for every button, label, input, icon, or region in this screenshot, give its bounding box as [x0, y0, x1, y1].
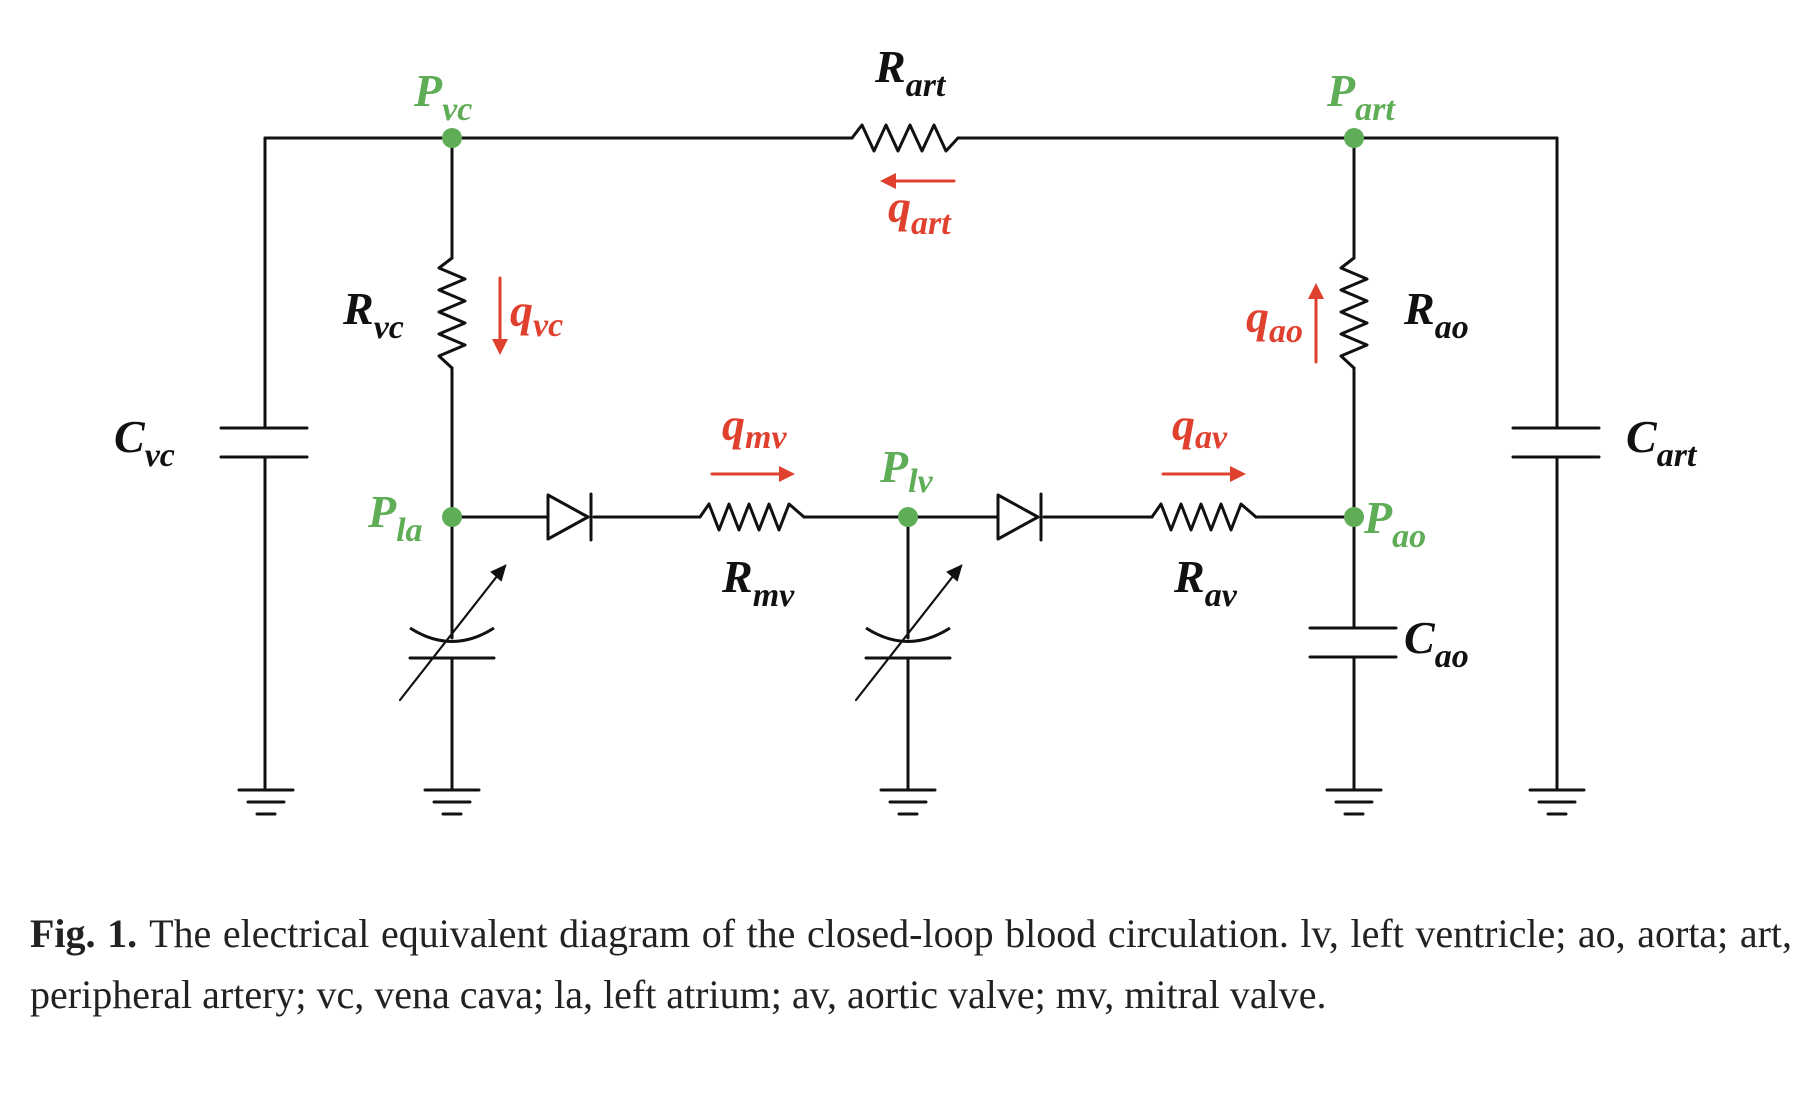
- label-p-ao: Pao: [1363, 492, 1426, 555]
- label-q-av: qav: [1172, 399, 1228, 456]
- label-q-ao: qao: [1246, 291, 1303, 350]
- figure-label: Fig. 1.: [30, 911, 138, 956]
- circuit-diagram: Rart qart Pvc Part Rvc qvc qao Rao Cvc C…: [114, 41, 1698, 816]
- caption-text: The electrical equivalent diagram of the…: [30, 911, 1793, 1017]
- capacitor-c-art: [1511, 426, 1601, 459]
- label-c-art: Cart: [1626, 411, 1698, 474]
- label-c-ao: Cao: [1404, 612, 1469, 675]
- arrow-q-vc-icon: [492, 276, 508, 355]
- label-r-art: Rart: [874, 41, 947, 104]
- capacitor-c-ao: [1308, 515, 1398, 792]
- node-p-lv: [898, 507, 918, 527]
- resistor-r-av: [1150, 502, 1258, 532]
- arrow-q-av-icon: [1161, 466, 1246, 482]
- ground-5-icon: [1325, 788, 1383, 816]
- label-q-art: qart: [888, 181, 952, 242]
- label-r-av: Rav: [1173, 551, 1238, 614]
- node-p-art: [1344, 128, 1364, 148]
- label-p-lv: Plv: [879, 441, 934, 500]
- diode-aortic-valve-icon: [996, 492, 1043, 542]
- label-r-ao: Rao: [1403, 283, 1469, 346]
- label-p-vc: Pvc: [413, 65, 472, 128]
- label-p-art: Part: [1326, 65, 1396, 128]
- resistor-r-ao: [1339, 256, 1369, 370]
- node-p-vc: [442, 128, 462, 148]
- label-r-vc: Rvc: [342, 283, 404, 346]
- diode-mitral-valve-icon: [546, 492, 593, 542]
- label-q-mv: qmv: [722, 399, 787, 456]
- label-c-vc: Cvc: [114, 411, 175, 474]
- resistor-r-vc: [437, 256, 467, 370]
- ground-2-icon: [423, 788, 481, 816]
- ground-3-icon: [879, 788, 937, 816]
- arrow-q-ao-icon: [1308, 283, 1324, 364]
- ground-1-icon: [237, 788, 295, 816]
- figure-caption: Fig. 1.The electrical equivalent diagram…: [30, 903, 1792, 1025]
- arrow-q-mv-icon: [710, 466, 795, 482]
- node-p-la: [442, 507, 462, 527]
- variable-capacitor-lv: [854, 515, 963, 792]
- label-r-mv: Rmv: [721, 551, 795, 614]
- label-q-vc: qvc: [510, 285, 563, 344]
- resistor-r-mv: [698, 502, 806, 532]
- capacitor-c-vc: [219, 426, 309, 459]
- arrow-q-art-icon: [880, 173, 956, 189]
- resistor-r-art: [850, 123, 960, 153]
- ground-6-icon: [1528, 788, 1586, 816]
- node-p-ao: [1344, 507, 1364, 527]
- variable-capacitor-la: [398, 515, 507, 792]
- label-p-la: Pla: [367, 486, 423, 549]
